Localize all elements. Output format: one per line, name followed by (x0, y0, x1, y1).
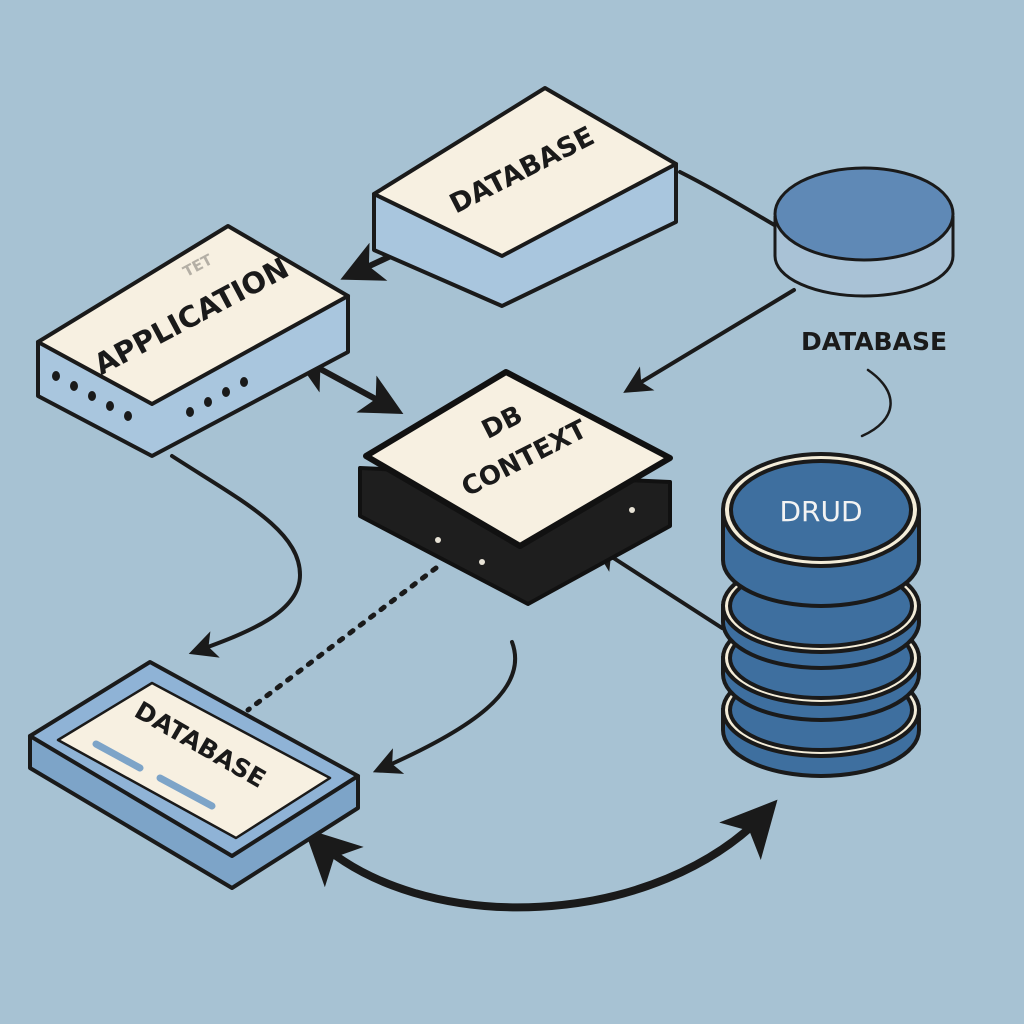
database-bottom-stripe-2 (156, 774, 216, 810)
application-node: TET APPLICATION (36, 224, 350, 458)
db-context-node: DB CONTEXT (358, 369, 673, 606)
line-db-top-to-cylinder (678, 170, 778, 228)
connectors (170, 170, 892, 912)
arrow-db-bottom-to-stack (303, 799, 778, 912)
arrow-app-to-db-bottom (170, 454, 303, 658)
database-bottom-stripe-1 (92, 740, 144, 772)
curve-caption-to-stack (860, 368, 892, 438)
cylinder-caption: DATABASE (801, 327, 947, 356)
arrow-stack-to-context (593, 544, 724, 630)
crud-label: DRUD (779, 495, 862, 528)
database-bottom-node: DATABASE (28, 660, 360, 890)
database-top-node: DATABASE (372, 86, 678, 308)
dotted-context-to-db-bottom (245, 565, 439, 713)
curve-hook-to-bottom (372, 640, 518, 774)
arrow-cylinder-to-context (623, 288, 796, 393)
crud-stack (721, 452, 921, 778)
application-vent-holes (52, 371, 248, 421)
database-cylinder (773, 166, 955, 298)
